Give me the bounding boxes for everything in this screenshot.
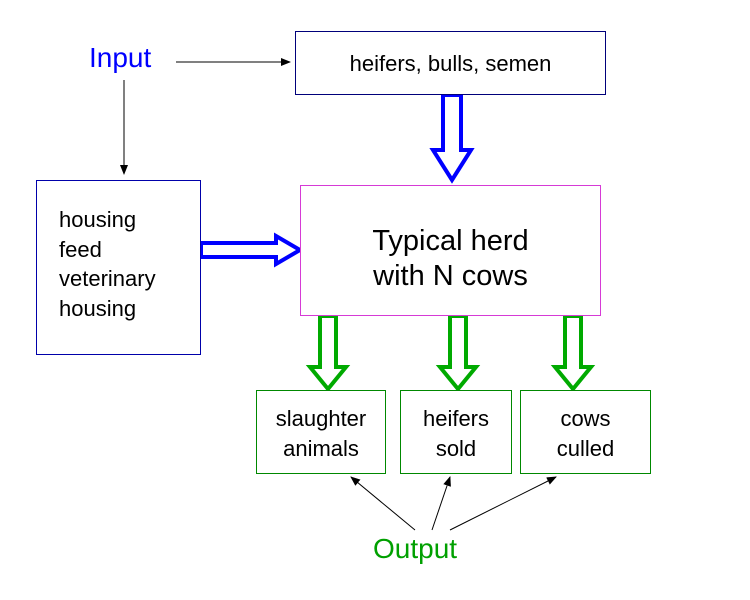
arrow-output-to-cows-culled — [449, 476, 557, 531]
output-box-line: culled — [556, 436, 615, 461]
output-box-line: sold — [435, 436, 477, 461]
herd-box: Typical herd with N cows — [300, 185, 601, 316]
output-box-line: heifers — [422, 406, 490, 431]
resources-line-housing: housing — [59, 207, 137, 232]
block-arrow-supply-to-herd — [429, 93, 475, 184]
supply-box: heifers, bulls, semen — [295, 31, 606, 95]
block-arrow-herd-to-heifers-sold — [435, 314, 481, 393]
output-box-slaughter-animals: slaughter animals — [256, 390, 386, 474]
output-box-line: animals — [283, 436, 359, 461]
herd-line-1: Typical herd — [372, 225, 529, 257]
resources-line-veterinary: veterinary — [59, 266, 156, 291]
block-arrow-herd-to-slaughter — [305, 314, 351, 393]
output-label: Output — [373, 533, 458, 564]
arrow-output-to-heifers-sold — [431, 476, 451, 531]
output-box-line: cows — [560, 406, 611, 431]
herd-line-2: with N cows — [373, 260, 528, 292]
input-label: Input — [89, 42, 152, 73]
resources-line-feed: feed — [59, 236, 102, 262]
block-arrow-resources-to-herd — [199, 232, 304, 268]
supply-text: heifers, bulls, semen — [349, 51, 552, 76]
arrow-output-to-slaughter — [350, 476, 416, 531]
resources-box: housing feed veterinary housing — [36, 180, 201, 355]
block-arrow-herd-to-cows-culled — [550, 314, 596, 393]
resources-line-housing-2: housing — [59, 295, 137, 321]
output-box-line: slaughter — [275, 406, 367, 431]
output-box-heifers-sold: heifers sold — [400, 390, 512, 474]
output-box-cows-culled: cows culled — [520, 390, 651, 474]
